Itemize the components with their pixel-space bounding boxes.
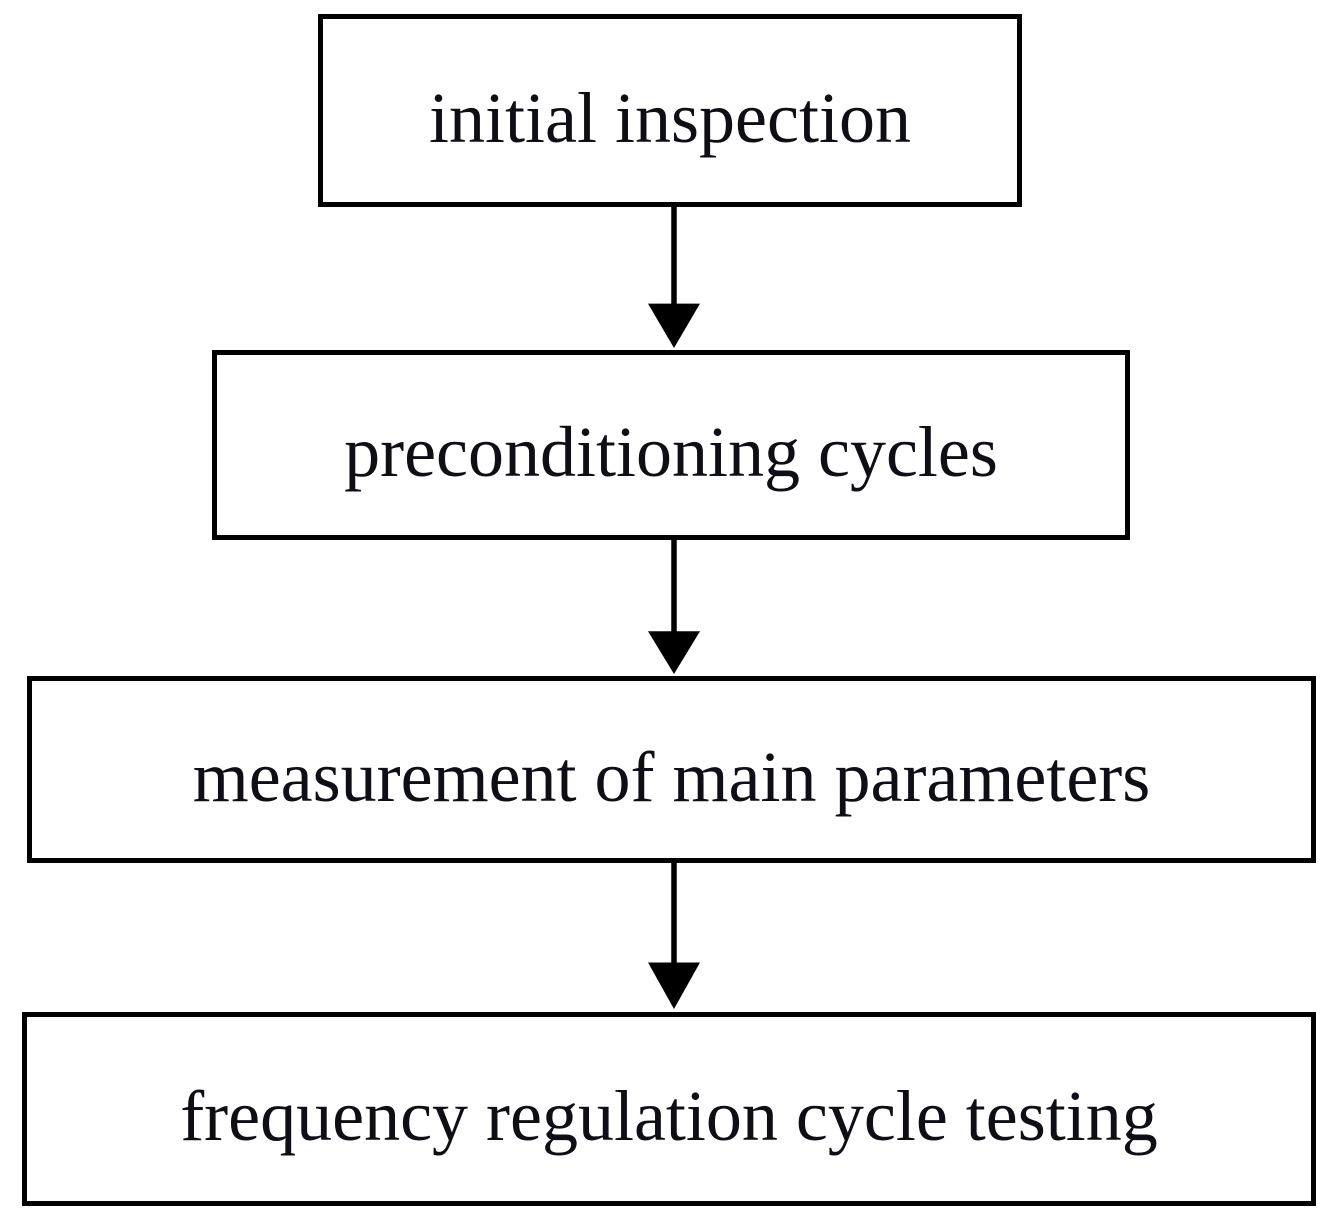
flow-box-initial-inspection: initial inspection [318, 14, 1022, 207]
flow-box-label: initial inspection [429, 77, 911, 158]
flow-box-measurement-of-main-parameters: measurement of main parameters [27, 676, 1316, 863]
down-arrow-icon [644, 207, 704, 348]
flow-box-label: preconditioning cycles [344, 412, 998, 492]
flow-box-frequency-regulation-cycle-testing: frequency regulation cycle testing [22, 1012, 1316, 1206]
down-arrow-icon [644, 861, 704, 1009]
flow-box-label: frequency regulation cycle testing [180, 1076, 1158, 1156]
flow-box-label: measurement of main parameters [192, 736, 1151, 817]
down-arrow-icon [644, 538, 704, 674]
flow-box-preconditioning-cycles: preconditioning cycles [212, 350, 1130, 540]
